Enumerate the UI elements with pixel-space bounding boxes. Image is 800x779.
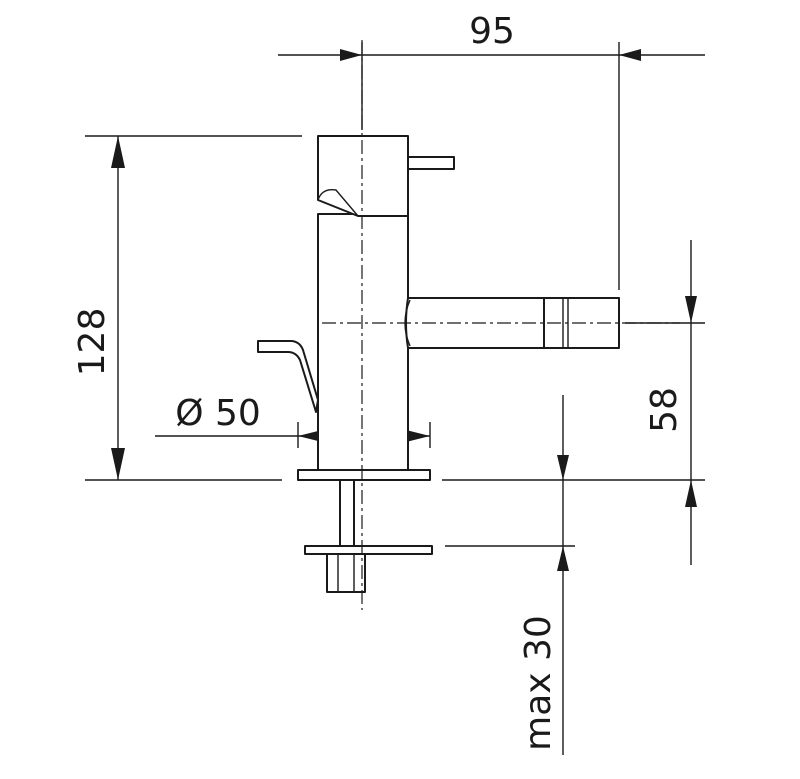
arrow-head — [557, 546, 569, 571]
threaded-rod — [339, 479, 355, 549]
arrow-head — [111, 448, 125, 480]
arrow-head — [298, 430, 322, 442]
arrow-head — [111, 136, 125, 168]
dimension-spout-reach: 95 — [278, 11, 705, 61]
pop-up-lever — [257, 340, 319, 413]
arrow-head — [685, 296, 697, 323]
dimension-height: 128 — [72, 136, 125, 480]
mixer-body — [257, 135, 620, 593]
arrow-head — [685, 480, 697, 507]
arrow-head — [406, 430, 430, 442]
arrow-head — [619, 49, 641, 61]
bidet-spout — [404, 297, 620, 349]
mixer-body-column — [317, 213, 409, 471]
dimension-max-deck-thickness: max 30 — [518, 395, 569, 755]
handle-lever — [407, 156, 455, 170]
dimension-label-diameter: Ø 50 — [175, 393, 261, 434]
mixer-handle — [317, 135, 455, 217]
arrow-head — [340, 49, 362, 61]
arrow-head — [557, 455, 569, 480]
dimension-label-58: 58 — [644, 387, 685, 433]
fixing-washer — [304, 545, 433, 555]
dimension-label-95: 95 — [469, 11, 515, 52]
base-plate — [297, 469, 431, 481]
dimension-label-128: 128 — [72, 308, 113, 377]
fixing-nut — [326, 553, 366, 593]
center-lines — [322, 40, 680, 610]
dimension-spout-height: 58 — [644, 240, 697, 565]
dimension-label-max-30: max 30 — [518, 615, 559, 751]
